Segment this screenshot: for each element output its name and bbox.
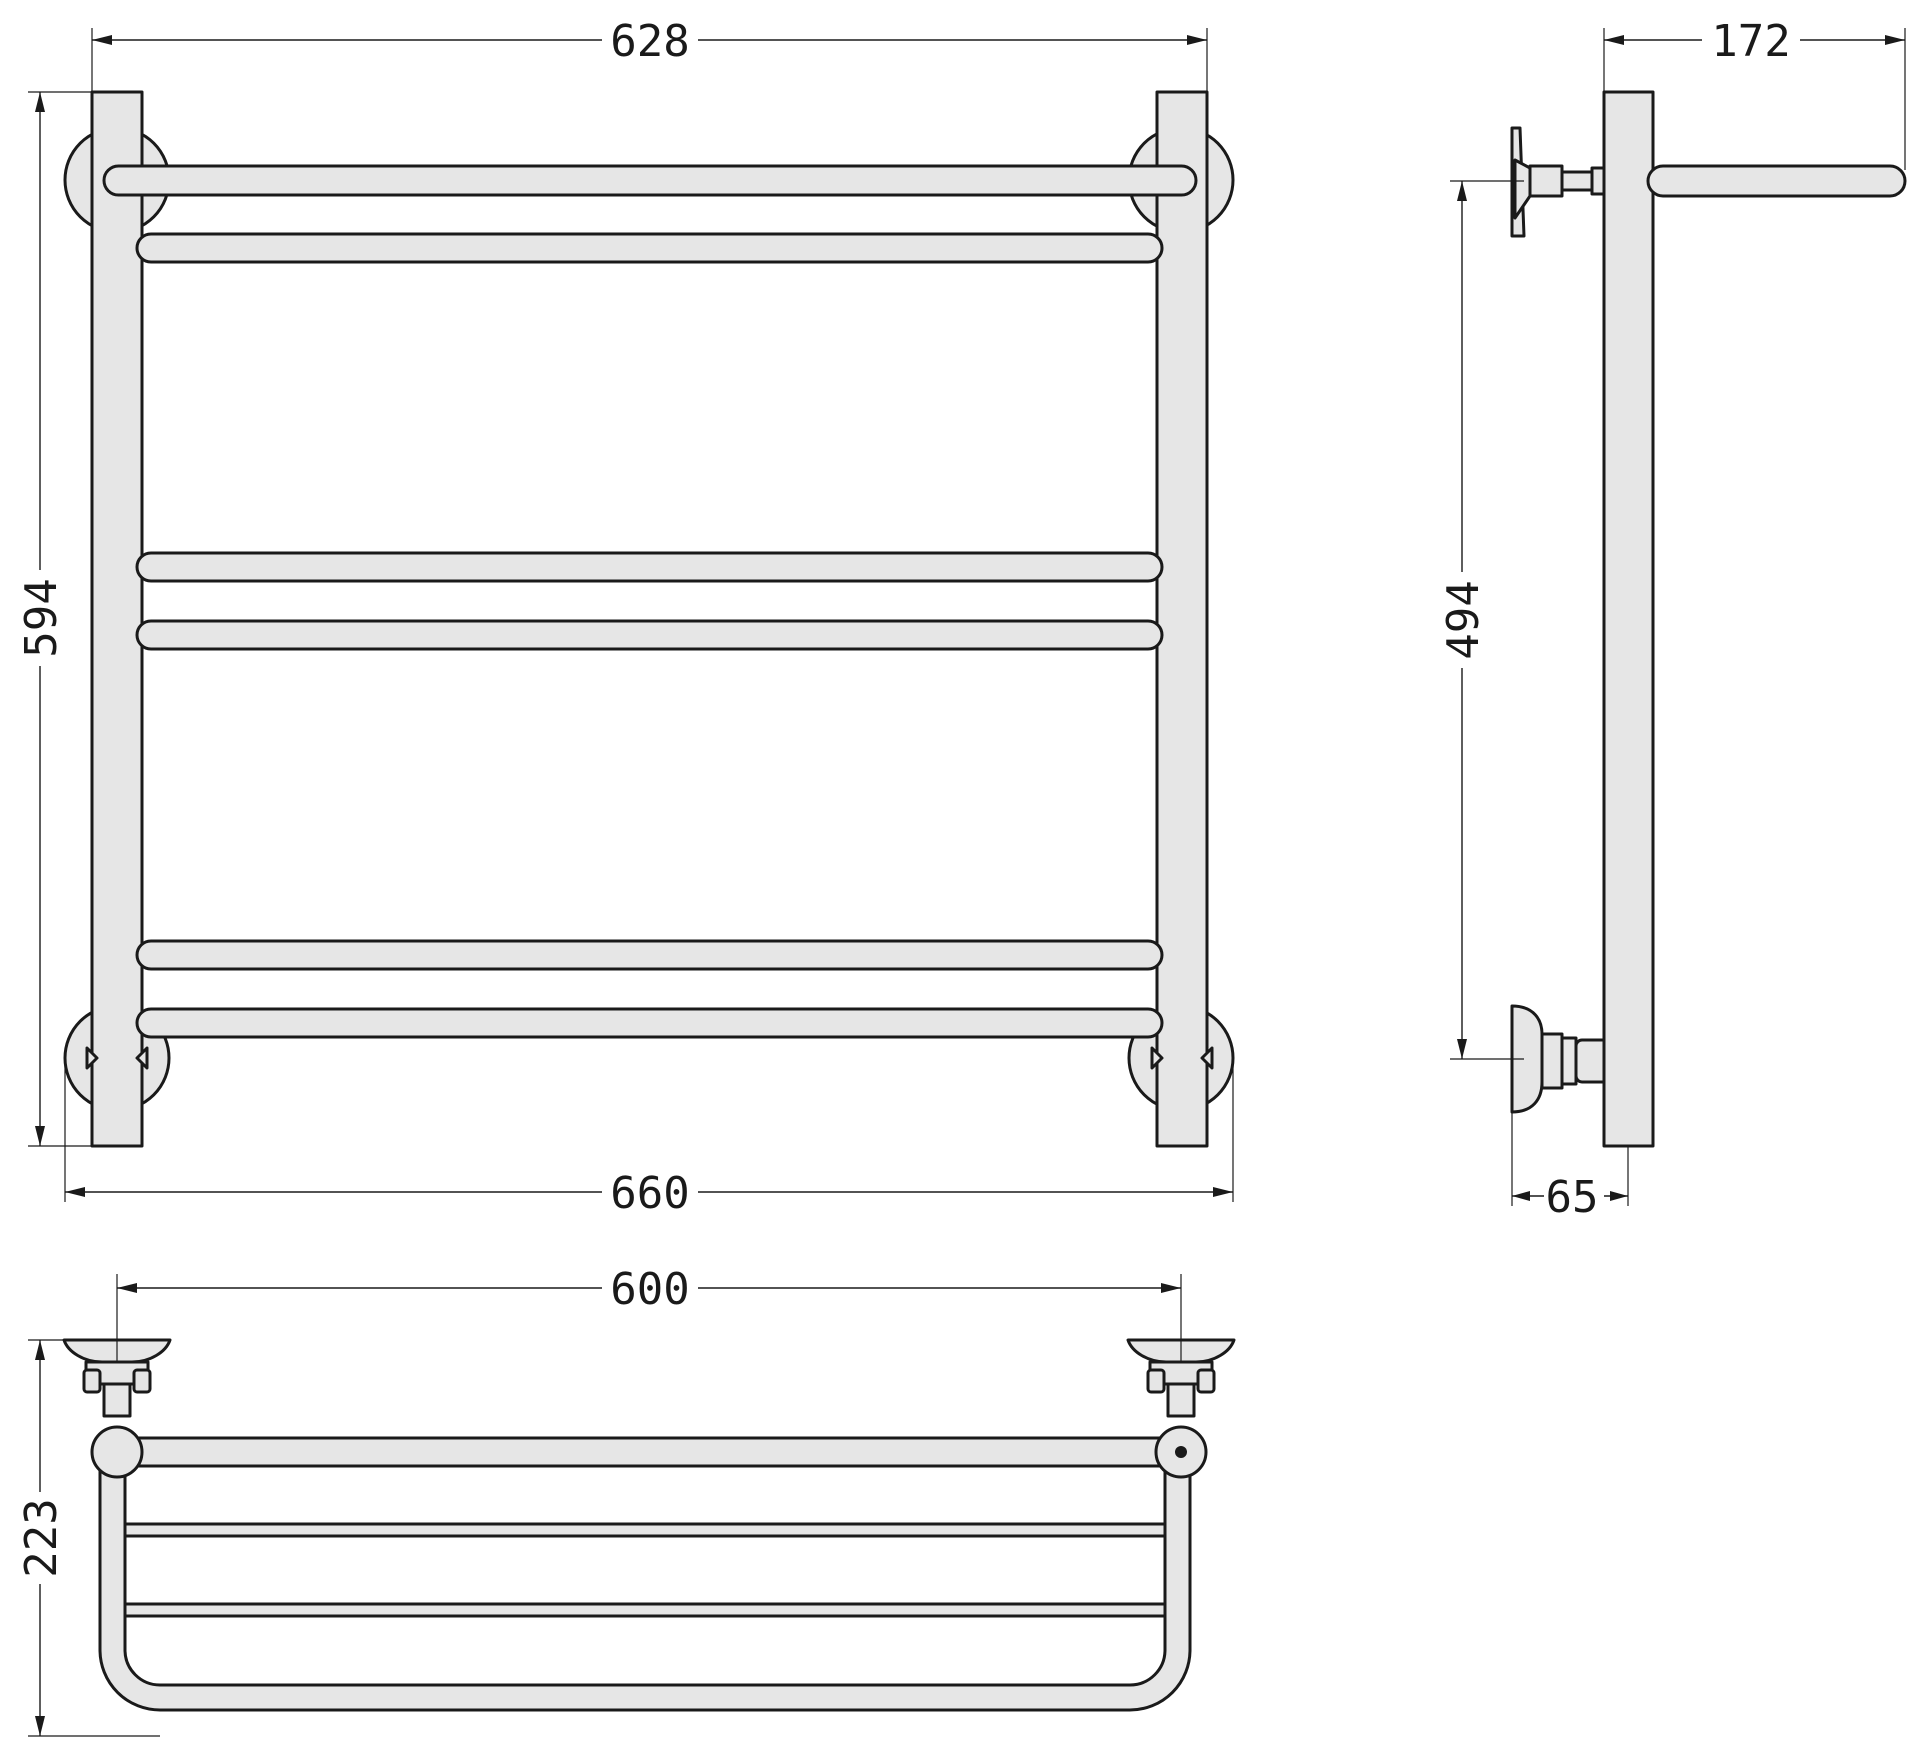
rung-4 (135, 939, 1164, 971)
rung-3 (135, 619, 1164, 651)
dimension-side-axis-height: 494 (1438, 180, 1524, 1060)
dimension-label-660: 660 (610, 1168, 689, 1219)
top-left-bracket-nut-a (82, 1368, 102, 1394)
top-left-post (90, 1425, 144, 1479)
rail-top-front (102, 164, 1198, 197)
top-inner-rail-2 (123, 1602, 1167, 1618)
nut-left-a (85, 1046, 99, 1070)
front-view: 628 660 594 (16, 16, 1235, 1219)
top-left-bracket-nut-b (132, 1368, 152, 1394)
top-left-bracket-stem (102, 1382, 132, 1418)
dimension-front-top-width: 628 (91, 16, 1208, 92)
rung-2 (135, 551, 1164, 583)
side-bottom-bracket-nut-a (1540, 1032, 1564, 1090)
dimension-label-594: 594 (16, 578, 67, 657)
dimension-top-width: 600 (116, 1264, 1182, 1362)
upright-right (1155, 90, 1209, 1148)
nut-right-b (1200, 1046, 1214, 1070)
top-front-rail (110, 1436, 1180, 1468)
dimension-label-172: 172 (1711, 16, 1790, 67)
upright-left (90, 90, 144, 1148)
dimension-label-628: 628 (610, 16, 689, 67)
side-upright (1602, 90, 1655, 1148)
dimension-label-600: 600 (610, 1264, 689, 1315)
dimension-front-height: 594 (16, 91, 92, 1147)
side-top-bracket-body (1528, 164, 1564, 198)
dimension-front-bottom-width: 660 (64, 1058, 1234, 1219)
top-right-bracket-nut-b (1196, 1368, 1216, 1394)
rung-1 (135, 232, 1164, 264)
top-right-bracket-stem (1166, 1382, 1196, 1418)
top-u-frame (98, 1438, 1192, 1712)
nut-right-a (1150, 1046, 1164, 1070)
top-inner-rail-1 (123, 1522, 1167, 1538)
rung-5 (135, 1007, 1164, 1039)
dimension-top-depth: 223 (16, 1339, 160, 1737)
nut-left-b (135, 1046, 149, 1070)
dimension-side-wall-offset: 65 (1511, 1112, 1629, 1223)
side-top-bracket-pin (1560, 170, 1594, 192)
dimension-side-depth: 172 (1603, 16, 1906, 170)
top-right-bracket-nut-a (1146, 1368, 1166, 1394)
top-view: 600 223 (16, 1264, 1236, 1737)
dimension-label-494: 494 (1438, 580, 1489, 659)
dimension-label-65: 65 (1546, 1172, 1599, 1223)
side-top-bracket-cone (1513, 158, 1532, 220)
side-bottom-bracket-nut-b (1560, 1036, 1578, 1086)
side-shelf-arm (1646, 164, 1907, 198)
side-top-bracket-cap (1590, 166, 1606, 196)
top-right-post-dot (1175, 1446, 1187, 1458)
dimension-label-223: 223 (16, 1498, 67, 1577)
side-view: 172 494 65 (1438, 16, 1907, 1223)
